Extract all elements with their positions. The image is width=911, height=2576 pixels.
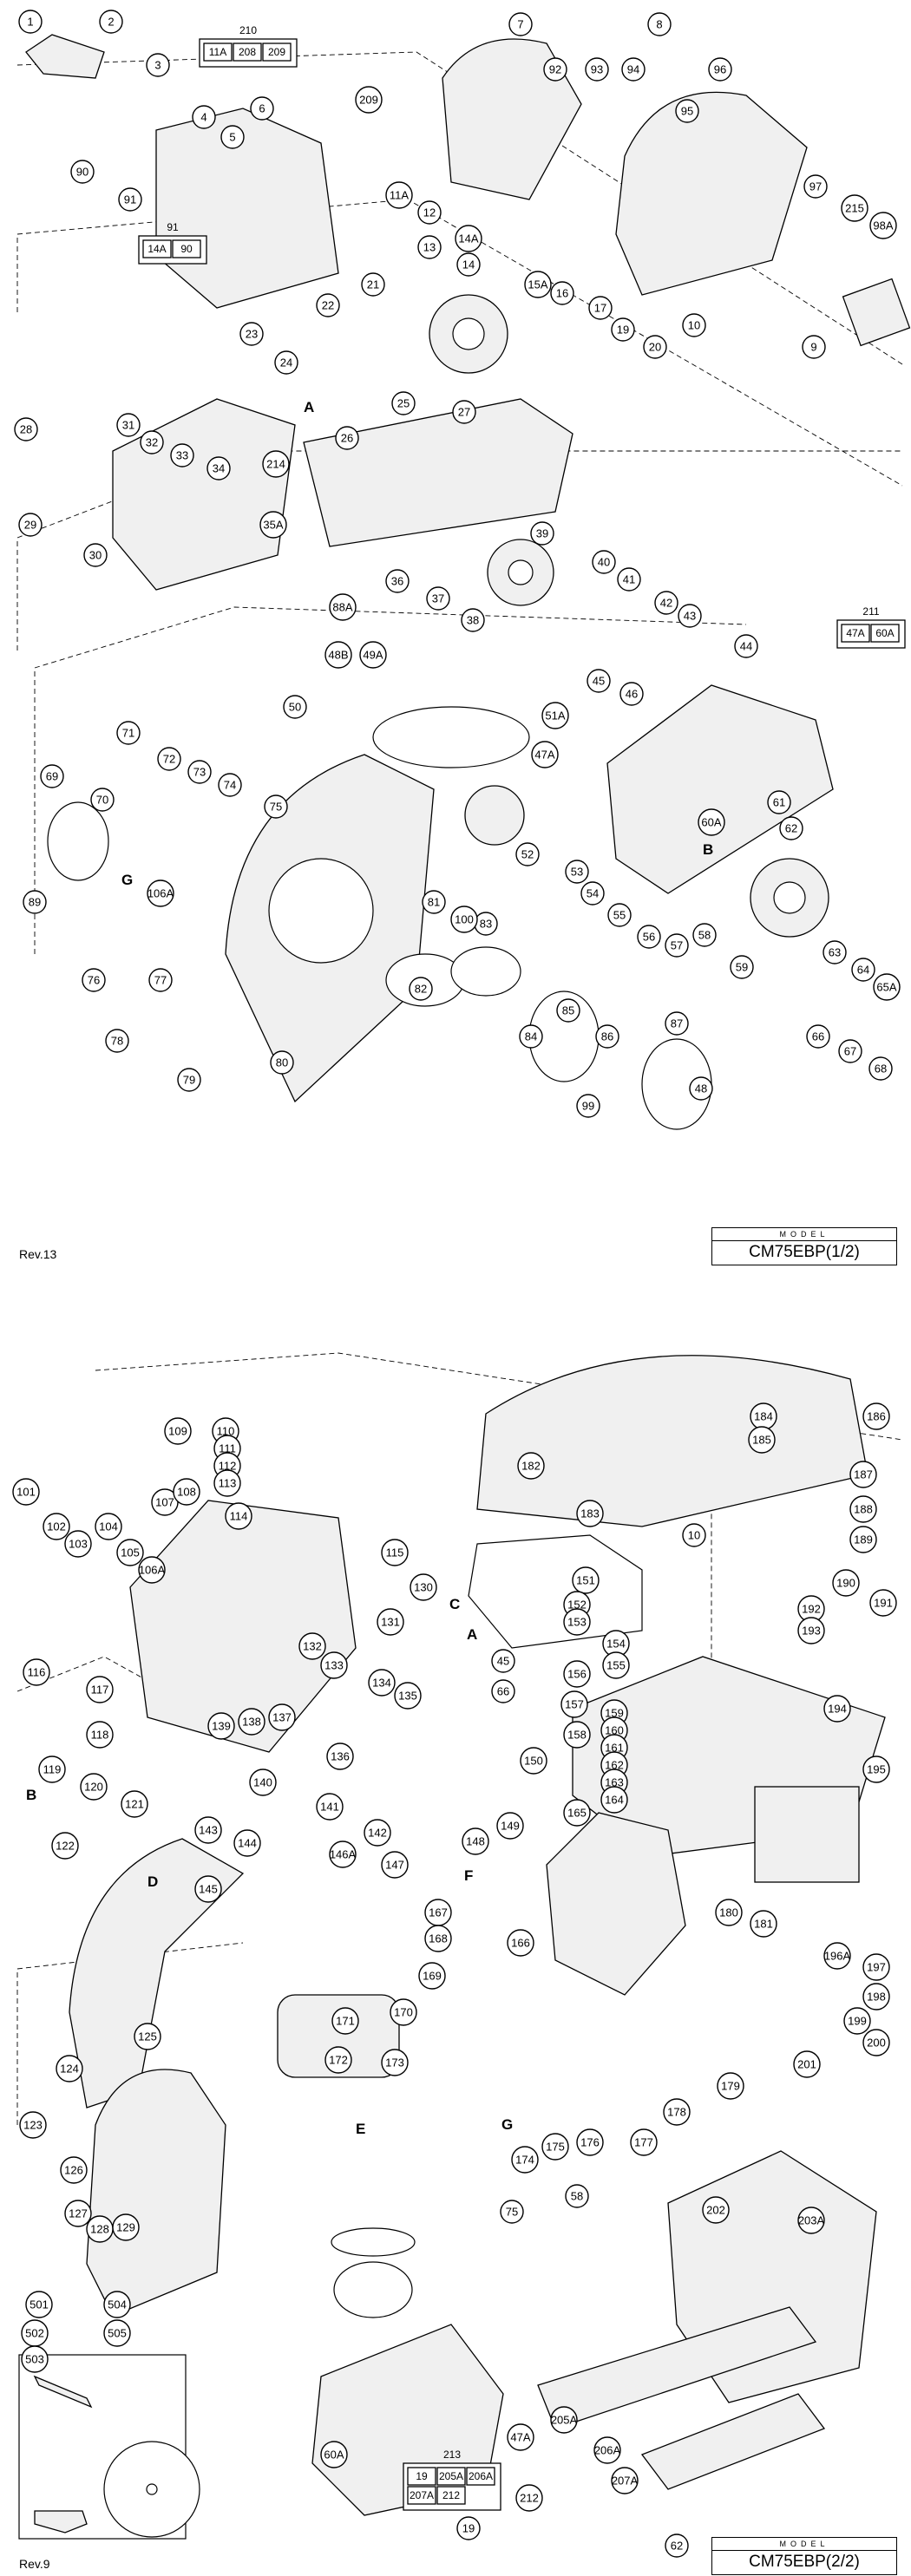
exploded-diagram-sheet-2 (16, 1352, 903, 2540)
handle-bracket-drawing (129, 1500, 357, 1753)
revision-label-sheet-2: Rev.9 (19, 2557, 50, 2571)
wheel-guard-drawing (225, 754, 435, 1103)
model-caption: MODEL (712, 1228, 896, 1241)
piston-drawing (331, 2227, 416, 2318)
recoil-starter-drawing (750, 858, 829, 938)
model-box-sheet-1: MODEL CM75EBP(1/2) (711, 1227, 897, 1265)
arm-drawing (303, 398, 573, 547)
belt-cover-drawing (112, 398, 296, 591)
model-name: CM75EBP(1/2) (749, 1243, 860, 1261)
clutch-housing-drawing (442, 38, 582, 200)
muffler-drawing (86, 2069, 226, 2317)
base-plate-drawing (537, 2306, 826, 2490)
cylinder-drawing (277, 1994, 400, 2078)
model-name: CM75EBP(2/2) (749, 2553, 860, 2571)
cutting-wheel-drawing (103, 2441, 200, 2538)
exploded-diagram-sheet-1 (16, 34, 911, 1130)
cutter-arm-drawing (606, 684, 834, 894)
revision-label-sheet-1: Rev.13 (19, 1247, 57, 1261)
air-filter-element-drawing (754, 1786, 860, 1883)
blade-flange-drawing (528, 991, 712, 1130)
air-filter-drawing (842, 278, 911, 347)
front-handle-drawing (69, 1838, 245, 2109)
starter-cover-drawing (615, 91, 808, 296)
carburetor-drawing (546, 1812, 686, 1996)
crankcase-cover-drawing (155, 108, 339, 309)
ring-drawing (47, 801, 521, 1007)
belt-drawing (372, 706, 530, 768)
crankshaft-drawing (25, 34, 105, 79)
model-caption: MODEL (712, 2538, 896, 2551)
safety-glasses-drawing (34, 2510, 88, 2534)
pulley-drawing (487, 539, 554, 606)
clutch-drum-drawing (464, 785, 525, 846)
model-box-sheet-2: MODEL CM75EBP(2/2) (711, 2537, 897, 2575)
wrench-drawing (33, 2375, 93, 2409)
crankcase-drawing (311, 2324, 504, 2516)
cushion-drawing (468, 1534, 643, 1649)
flywheel-drawing (429, 294, 508, 374)
top-cover-drawing (476, 1355, 868, 1527)
